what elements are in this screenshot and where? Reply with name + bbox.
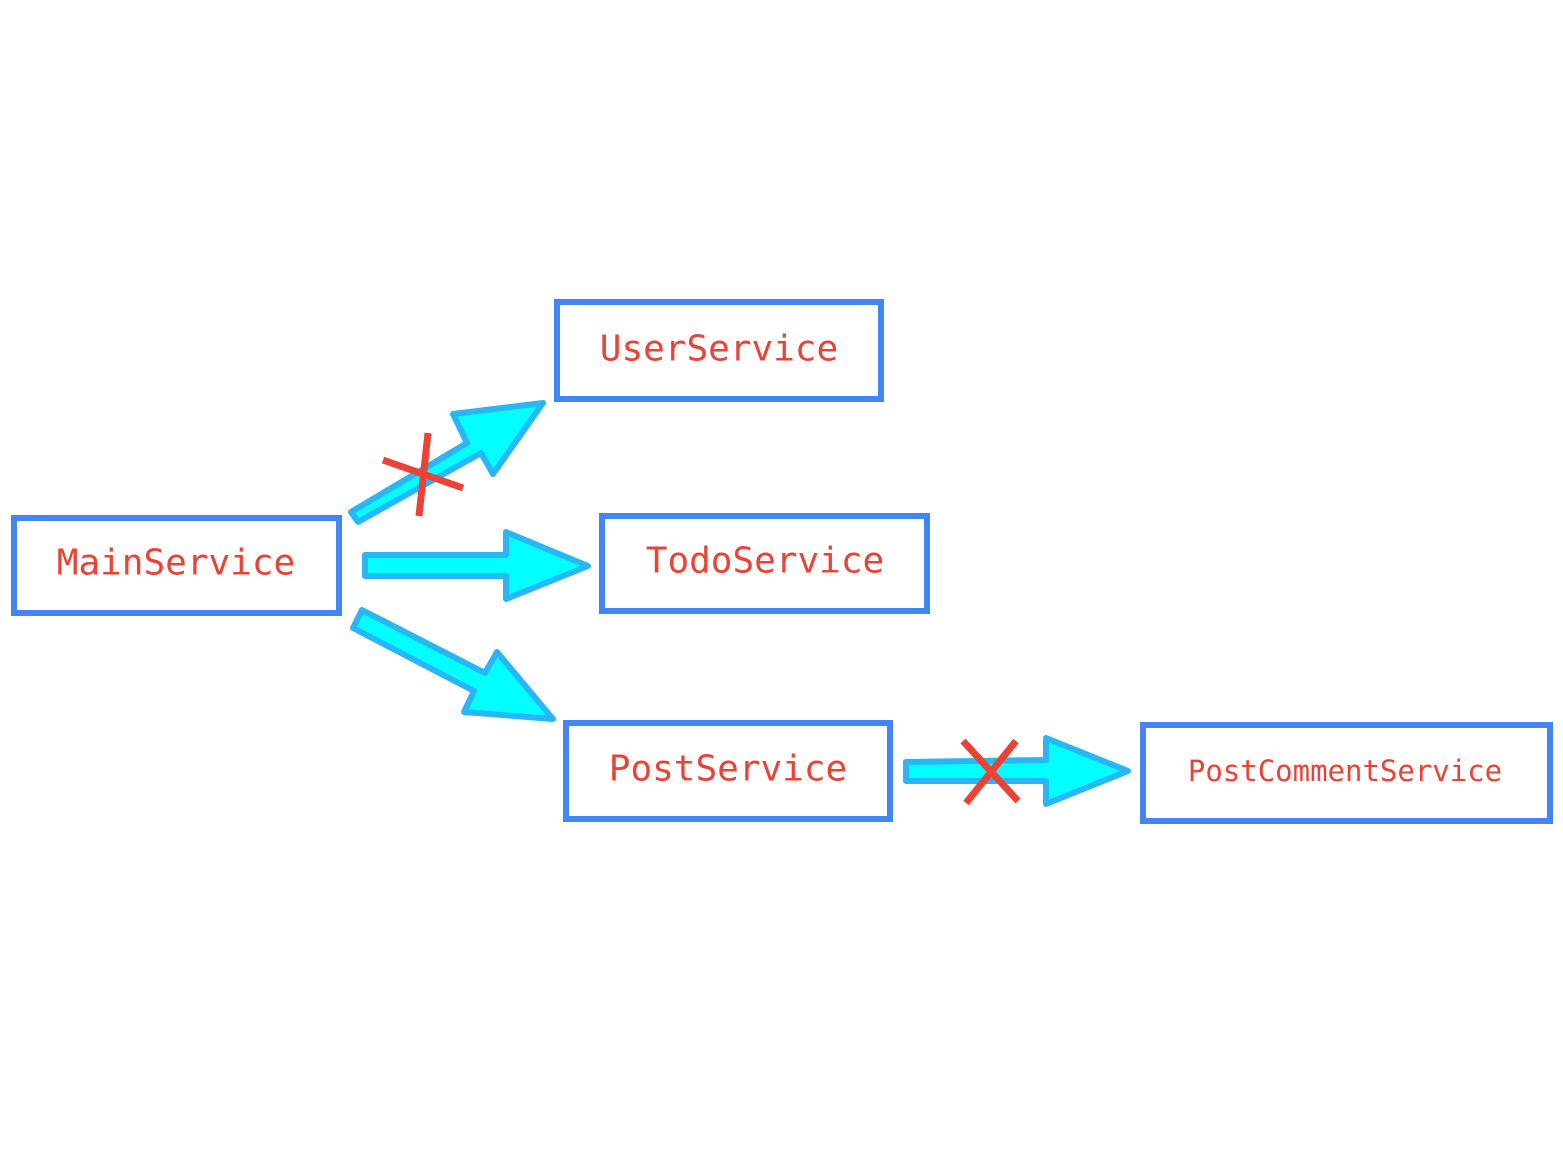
node-post-service: PostService <box>563 720 893 822</box>
arrow-main-to-post <box>350 607 556 722</box>
node-main-service: MainService <box>11 515 342 616</box>
arrow-post-to-postcomment <box>903 735 1131 807</box>
node-post-comment-service: PostCommentService <box>1140 722 1553 824</box>
node-post-service-label: PostService <box>609 749 847 790</box>
node-main-service-label: MainService <box>57 543 295 584</box>
node-user-service: UserService <box>554 299 884 402</box>
blocked-mark-main-to-user <box>381 432 465 517</box>
blocked-mark-post-to-postcomment <box>960 738 1021 806</box>
arrow-main-to-user <box>348 400 546 525</box>
node-post-comment-service-label: PostCommentService <box>1188 754 1502 788</box>
node-user-service-label: UserService <box>600 329 838 370</box>
arrow-main-to-todo <box>362 529 591 602</box>
node-todo-service-label: TodoService <box>646 541 884 582</box>
node-todo-service: TodoService <box>599 513 930 614</box>
